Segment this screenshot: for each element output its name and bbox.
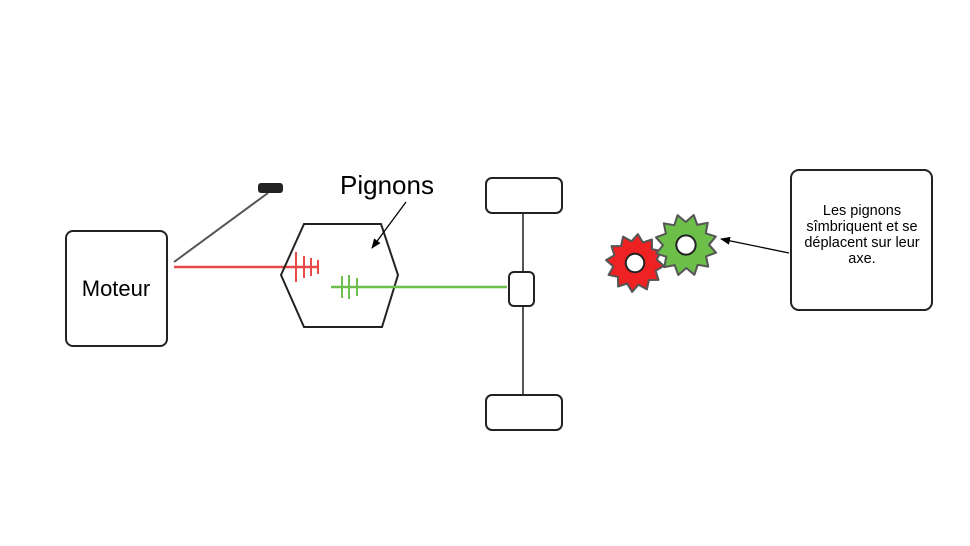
green-gear-hub xyxy=(675,234,697,256)
red-gear-teeth xyxy=(295,252,319,282)
motor-label: Moteur xyxy=(81,276,151,301)
shifter-knob xyxy=(258,183,283,193)
pignons-label: Pignons xyxy=(340,170,434,200)
bottom-wheel xyxy=(485,394,563,431)
red-gear-hub xyxy=(624,252,646,274)
differential xyxy=(508,271,535,307)
note-arrow xyxy=(720,236,790,254)
shifter-lever xyxy=(173,192,269,263)
motor-box xyxy=(65,230,168,347)
meshing-gears xyxy=(605,214,717,293)
green-gear-teeth xyxy=(341,275,358,299)
top-wheel xyxy=(485,177,563,214)
pignons-arrow xyxy=(371,201,407,249)
note-box xyxy=(790,169,933,311)
gearbox-hexagon xyxy=(279,223,400,328)
note-text: Les pignons sîmbriquent et se déplacent … xyxy=(804,203,920,267)
